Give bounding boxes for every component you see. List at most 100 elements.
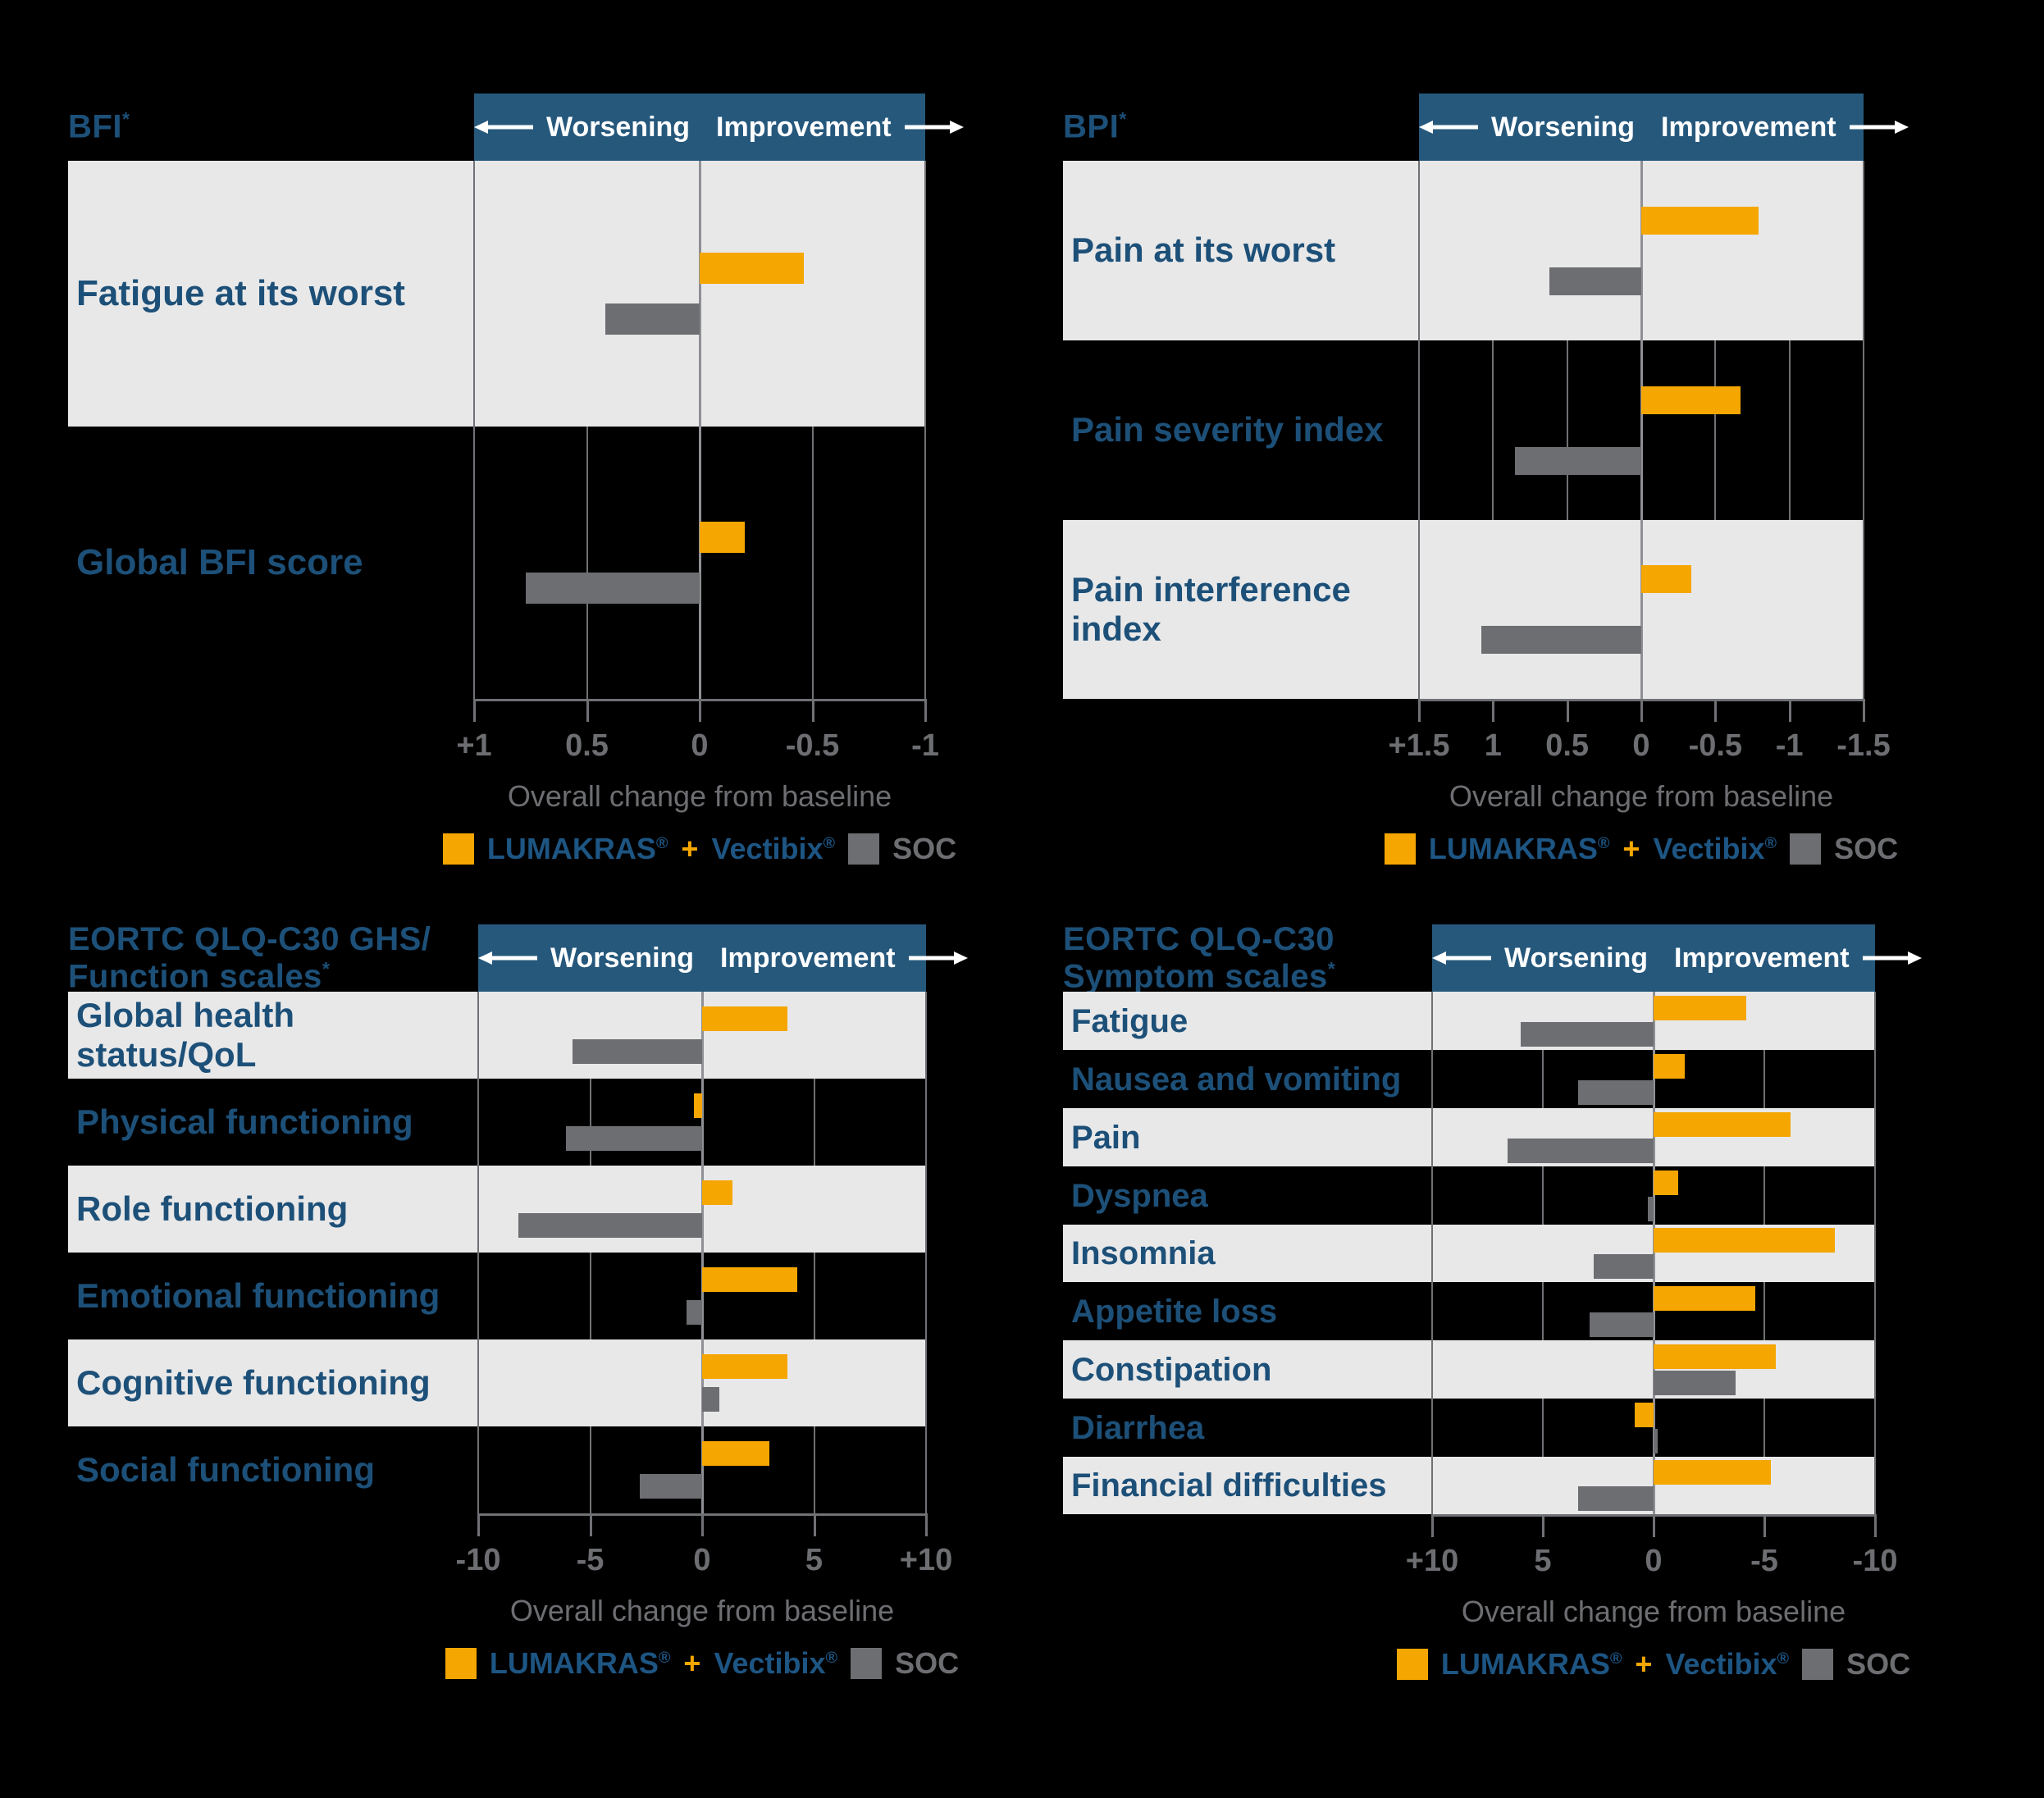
row-label-text: Global health status/QoL (76, 995, 295, 1074)
panel-title-line: Symptom scales* (1063, 957, 1336, 995)
row-plot (1431, 992, 1876, 1050)
legend-swatch-soc (848, 833, 880, 865)
zero-line (1653, 1050, 1655, 1108)
legend-swatch-lumakras (1396, 1649, 1428, 1680)
gridline (813, 1079, 815, 1166)
axis-tick-label: 0.5 (565, 728, 609, 763)
gridline (1874, 1225, 1876, 1282)
row-label: Financial difficulties (1063, 1457, 1432, 1514)
axis-caption: Overall change from baseline (1461, 1595, 1846, 1628)
soc-bar (1481, 626, 1641, 654)
lumakras-bar (1654, 1460, 1772, 1485)
panel-title-line: Function scales* (68, 957, 331, 995)
gridline (1874, 1340, 1876, 1399)
row-plot (1431, 1166, 1876, 1225)
gridline (477, 1166, 479, 1253)
table-row: Financial difficulties (1063, 1457, 1876, 1514)
legend: LUMAKRAS®+Vectibix®SOC (425, 832, 974, 866)
legend-vectibix-label: Vectibix® (711, 832, 836, 865)
table-row: Emotional functioning (68, 1253, 927, 1339)
gridline (1874, 1399, 1876, 1457)
legend-swatch-lumakras (445, 1648, 477, 1679)
table-row: Dyspnea (1063, 1166, 1876, 1225)
gridline (1763, 1166, 1765, 1225)
row-label-text: Social functioning (76, 1449, 375, 1489)
gridline (589, 1253, 591, 1339)
zero-line (1653, 1282, 1655, 1340)
panel-title: EORTC QLQ-C30 GHS/Function scales* (68, 921, 478, 995)
gridline (1763, 1399, 1765, 1457)
row-plot (477, 1339, 927, 1426)
soc-bar (572, 1039, 702, 1064)
row-label: Insomnia (1063, 1225, 1432, 1282)
lumakras-bar (1641, 565, 1692, 593)
row-label-text: Insomnia (1071, 1235, 1216, 1271)
axis-tick (1863, 699, 1865, 722)
zero-line (1653, 1340, 1655, 1399)
gridline (473, 427, 475, 699)
right-arrow-icon (908, 951, 968, 965)
axis-tick-label: 5 (1534, 1544, 1552, 1578)
row-plot (1431, 1457, 1876, 1514)
legend-soc-label: SOC (1834, 832, 1899, 865)
gridline (925, 1166, 927, 1253)
gridline (925, 1079, 927, 1166)
legend-lumakras-label: LUMAKRAS® (486, 832, 668, 865)
row-label: Cognitive functioning (68, 1339, 478, 1426)
zero-line (699, 427, 701, 699)
left-arrow-icon (478, 951, 537, 965)
axis-tick-label: 5 (805, 1543, 824, 1577)
row-label-text: Diarrhea (1071, 1409, 1205, 1446)
gridline (1566, 340, 1568, 520)
soc-bar (1654, 1428, 1658, 1453)
axis-tick-label: 1 (1484, 728, 1502, 763)
soc-bar (1654, 1370, 1736, 1395)
soc-bar (565, 1126, 702, 1151)
axis-caption: Overall change from baseline (507, 779, 892, 813)
lumakras-bar (702, 1441, 769, 1466)
zero-line (1653, 1108, 1655, 1166)
table-row: Fatigue (1063, 992, 1876, 1050)
row-label: Pain severity index (1063, 340, 1419, 520)
row-label: Social functioning (68, 1426, 478, 1513)
zero-line (701, 992, 704, 1079)
axis-tick-label: +1 (456, 728, 492, 763)
axis-tick (811, 699, 814, 722)
axis-tick (1763, 1514, 1766, 1537)
gridline (1874, 1166, 1876, 1225)
zero-line (1653, 1225, 1655, 1282)
axis-tick (925, 1513, 928, 1536)
legend-soc-label: SOC (892, 832, 957, 865)
axis-tick-label: -10 (1852, 1544, 1898, 1578)
soc-bar (1578, 1079, 1654, 1105)
gridline (1874, 992, 1876, 1050)
row-label: Global BFI score (68, 427, 474, 699)
row-label: Global health status/QoL (68, 992, 478, 1079)
axis-tick (1714, 699, 1718, 722)
row-label-text: Dyspnea (1071, 1177, 1208, 1214)
axis-tick (589, 1513, 592, 1536)
soc-bar (639, 1474, 702, 1499)
axis-tick (1492, 699, 1495, 722)
table-row: Pain (1063, 1108, 1876, 1166)
left-arrow-icon (1419, 121, 1478, 134)
zero-line (1653, 1399, 1655, 1457)
panel-header: EORTC QLQ-C30 GHS/Function scales*Worsen… (68, 921, 968, 995)
legend-swatch-soc (1802, 1649, 1834, 1680)
legend-swatch-lumakras (1384, 833, 1416, 865)
lumakras-bar (702, 1006, 787, 1031)
row-label-text: Global BFI score (76, 541, 363, 582)
table-row: Diarrhea (1063, 1399, 1876, 1457)
lumakras-bar (702, 1267, 797, 1292)
worsening-header: Worsening (1419, 94, 1648, 161)
